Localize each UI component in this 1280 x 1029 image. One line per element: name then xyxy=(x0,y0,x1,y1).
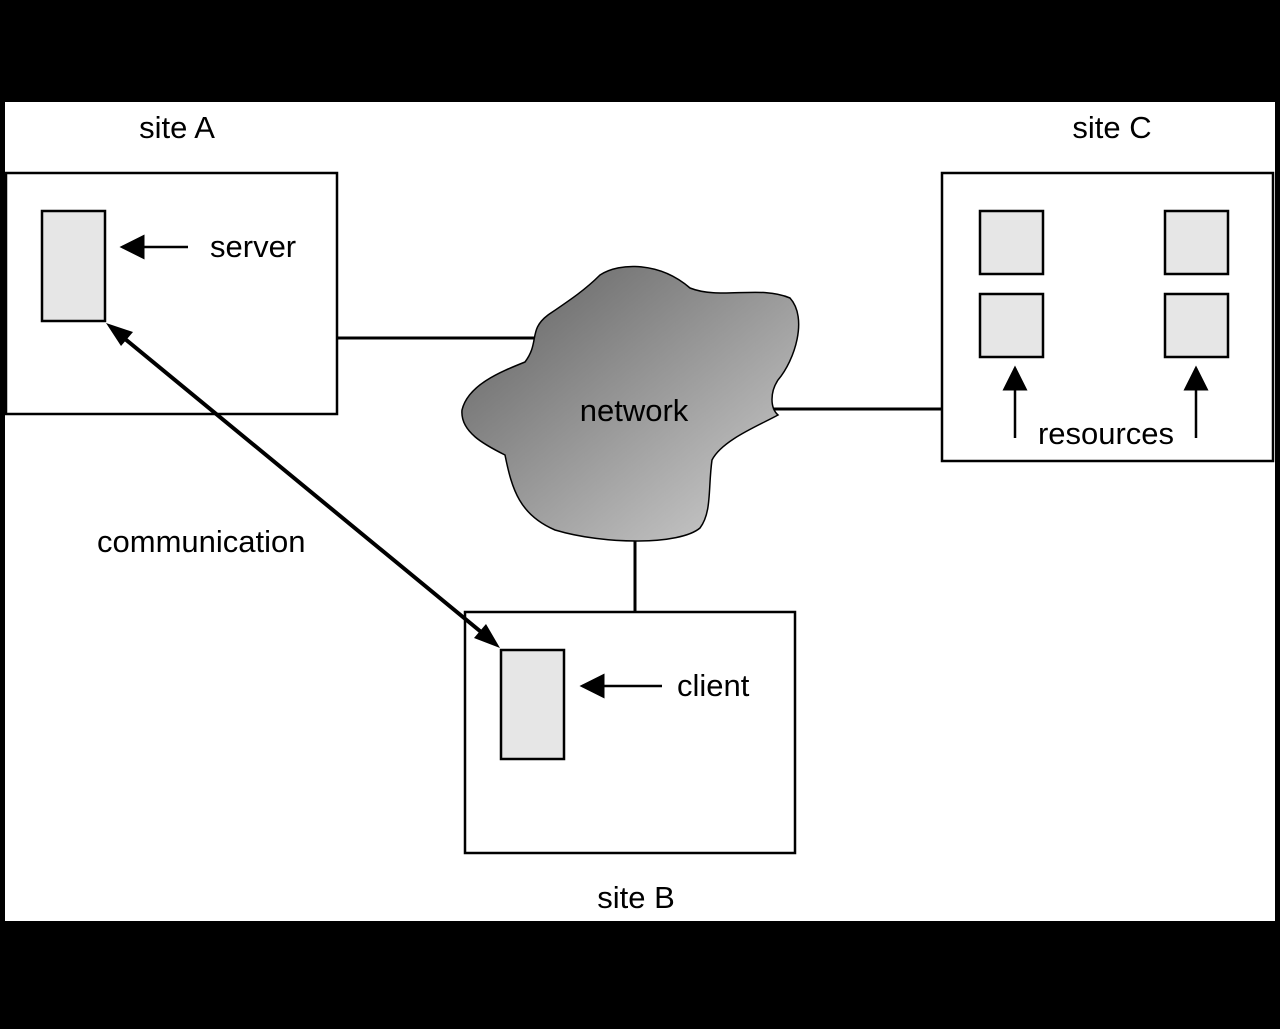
server-label: server xyxy=(210,229,296,264)
site-b-label: site B xyxy=(597,880,675,915)
resources-label: resources xyxy=(1038,416,1174,451)
communication-arrowhead-client xyxy=(474,624,500,648)
server-process-block xyxy=(40,209,107,323)
site-a-label: site A xyxy=(139,110,215,145)
network-label: network xyxy=(580,393,689,428)
communication-arrow xyxy=(117,332,488,638)
client-label: client xyxy=(677,668,750,703)
client-process-block xyxy=(499,648,566,761)
network-cloud xyxy=(461,265,800,542)
resource-block xyxy=(1163,209,1230,276)
site-c-label: site C xyxy=(1072,110,1151,145)
communication-arrowhead-server xyxy=(106,323,133,346)
communication-label: communication xyxy=(97,524,305,559)
resource-block xyxy=(978,209,1045,276)
resource-block xyxy=(1163,292,1230,359)
resource-block xyxy=(978,292,1045,359)
